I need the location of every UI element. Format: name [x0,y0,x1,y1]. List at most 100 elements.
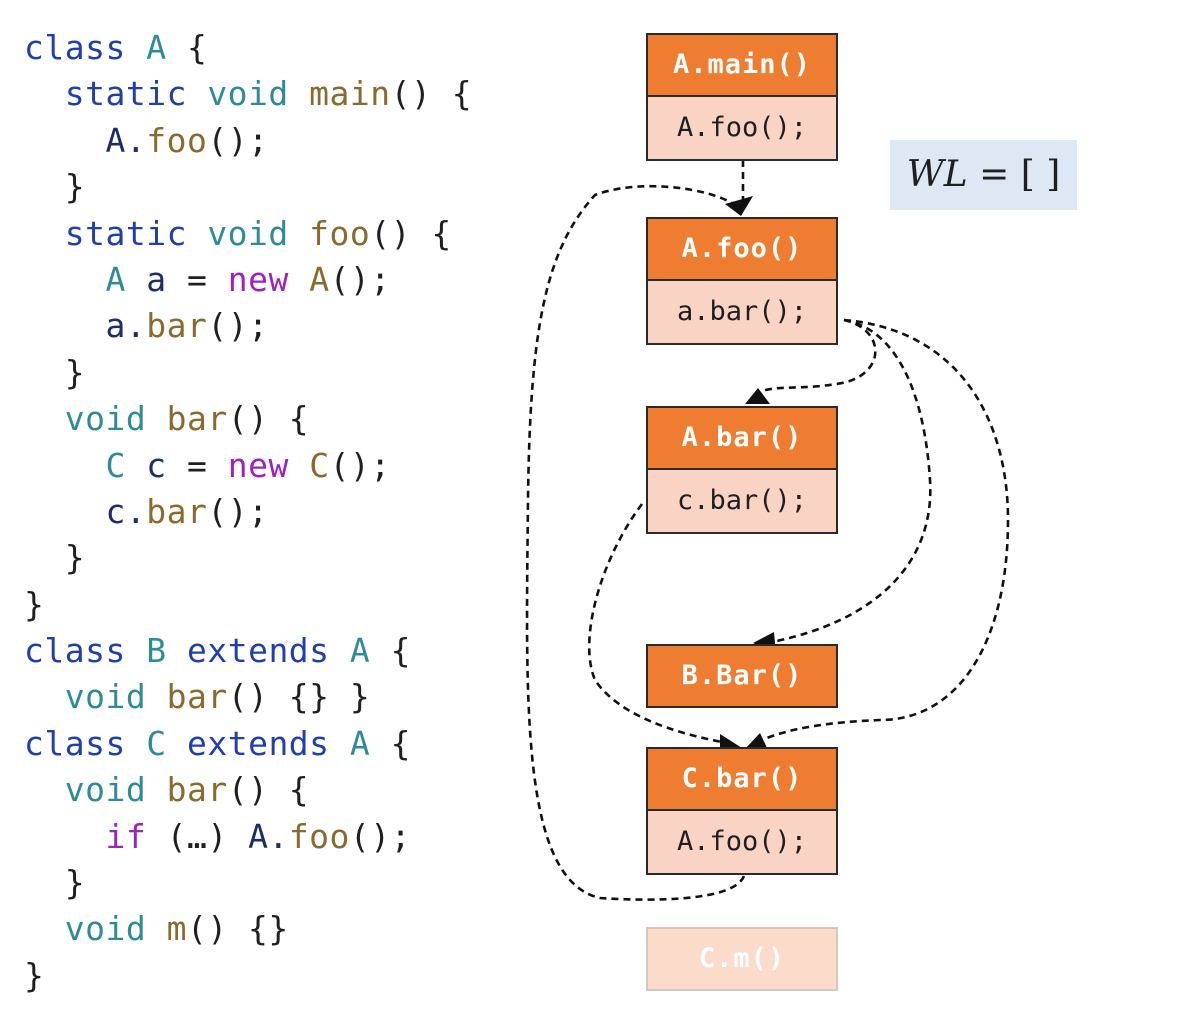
method-header: B.Bar() [648,646,836,706]
code-token: extends [186,631,350,671]
code-token: } [24,538,86,578]
code-token: C [309,445,330,485]
code-line: static void foo() { [24,211,472,257]
method-node-c-bar: C.bar() A.foo(); [646,747,838,875]
worklist-contents: = [ ] [967,154,1061,195]
code-token: new [227,445,310,485]
code-token: class [24,28,147,67]
method-header: C.m() [648,929,836,989]
edge-foo-to-abar [759,318,877,394]
code-token: A [146,28,167,67]
method-header: C.bar() [648,749,836,809]
code-line: } [24,860,472,906]
call-site: A.foo(); [648,809,836,873]
code-token: static [24,74,208,114]
code-line: C c = new C(); [24,443,472,489]
edge-foo-to-bbar [771,318,932,644]
code-token: new [227,259,310,299]
code-line: static void main() { [24,71,472,117]
code-token: = [166,259,228,299]
code-token: class [24,723,147,763]
arrowhead [744,733,768,750]
code-token: { [370,631,412,671]
code-token: () { [227,770,310,810]
code-line: } [24,164,472,210]
code-token: bar [166,770,228,810]
method-header: A.foo() [648,219,836,279]
code-line: a.bar(); [24,303,472,349]
code-token: (); [349,816,412,856]
call-site: A.foo(); [648,95,836,159]
code-token: () { [390,74,473,114]
code-token: void [207,213,310,253]
code-token: static [24,213,208,253]
code-token: () {} [186,909,289,949]
call-site: a.bar(); [648,279,836,343]
code-token: c [146,445,167,485]
code-line: class B extends A { [24,628,472,674]
code-token: void [24,909,167,949]
call-site: c.bar(); [648,468,836,532]
code-line: void bar() { [24,767,472,813]
code-token: } [24,167,86,207]
code-token: } [24,863,86,903]
code-token: if [24,816,167,856]
code-token: void [24,399,167,439]
code-token: (); [329,445,391,485]
code-token: a [146,259,167,299]
code-line: A.foo(); [24,118,472,164]
method-header: A.bar() [648,408,836,468]
code-token: extends [186,723,350,763]
code-token: m [166,909,187,949]
method-node-b-bar: B.Bar() [646,644,838,708]
edge-abar-to-cbar [588,503,723,744]
code-token: class [24,631,147,671]
code-token: void [207,74,310,114]
code-token: { [166,28,208,67]
arrowhead [745,388,770,404]
code-token: A [24,259,147,299]
code-token: A [349,631,371,671]
method-node-a-bar: A.bar() c.bar(); [646,406,838,534]
code-line: class C extends A { [24,721,472,767]
code-token: () { [227,399,310,439]
code-line: } [24,953,472,999]
code-token: A. [248,816,289,856]
worklist-var: WL [906,154,968,195]
code-token: bar [146,491,208,531]
code-line: } [24,535,472,581]
worklist: WL = [ ] [890,140,1077,210]
code-token: c. [24,491,147,531]
code-token: (…) [166,816,249,856]
code-token: C [146,723,187,763]
code-token: B [146,631,187,671]
code-line: void bar() {} } [24,674,472,720]
code-line: void bar() { [24,396,472,442]
code-token: A. [24,120,147,160]
code-token: (); [329,259,391,299]
code-token: } [24,955,45,995]
code-listing: class A { static void main() { A.foo(); … [24,25,472,999]
code-token: C [24,445,147,485]
code-token: = [166,445,228,485]
method-node-c-m: C.m() [646,927,838,991]
code-token: (); [207,491,269,531]
code-line: if (…) A.foo(); [24,814,472,860]
code-token: (); [207,306,269,346]
code-token: () { [370,213,452,253]
code-line: } [24,350,472,396]
code-token: } [24,584,45,624]
code-token: bar [166,399,228,439]
code-token: (); [207,120,269,160]
code-line: A a = new A(); [24,257,472,303]
code-line: void m() {} [24,906,472,952]
code-token: foo [146,120,208,160]
code-token: A [309,259,330,299]
code-token: void [24,677,167,717]
code-token: a. [24,306,147,346]
method-node-a-foo: A.foo() a.bar(); [646,217,838,345]
code-token: foo [288,816,350,856]
method-node-a-main: A.main() A.foo(); [646,33,838,161]
code-token: } [24,352,86,392]
code-token: { [370,723,412,763]
